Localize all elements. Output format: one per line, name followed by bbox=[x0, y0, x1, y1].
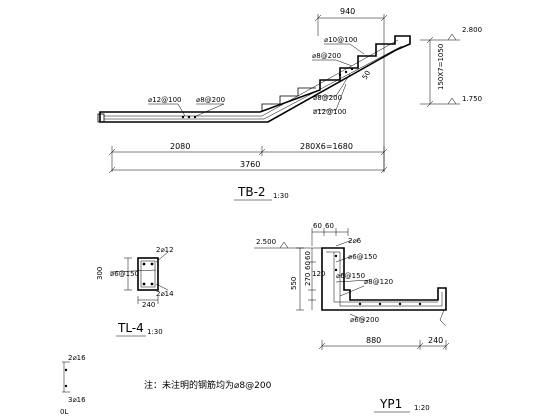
tb2-bar-12-100-left: ⌀12@100 bbox=[148, 96, 181, 104]
yp1-bar-8-120: ⌀8@120 bbox=[364, 278, 393, 286]
tl4-top-bars: 2⌀12 bbox=[156, 246, 174, 254]
tl4-scale: 1:30 bbox=[147, 328, 163, 336]
tb2-elev-bottom: 1.750 bbox=[462, 95, 482, 103]
tl4-width: 240 bbox=[142, 301, 155, 309]
tb2-title: TB-2 bbox=[237, 185, 266, 199]
yp1-stirrup: ⌀6@150 bbox=[348, 253, 377, 261]
tb2-elev-top: 2.800 bbox=[462, 26, 482, 34]
yp1-dim-880: 880 bbox=[366, 336, 381, 345]
tb2-bar-8-200-left: ⌀8@200 bbox=[196, 96, 225, 104]
tb2-bar-12-100-mid: ⌀12@100 bbox=[313, 108, 346, 116]
left-bottom-bars: 3⌀16 bbox=[68, 396, 86, 404]
tl4-bottom-bars: 2⌀14 bbox=[156, 290, 174, 298]
tl4-stirrup: ⌀6@150 bbox=[110, 270, 139, 278]
left-top-bars: 2⌀16 bbox=[68, 354, 86, 362]
general-note: 注：未注明的钢筋均为⌀8@200 bbox=[144, 379, 272, 391]
yp1-bar-6-150: ⌀6@150 bbox=[336, 272, 365, 280]
tb2-bar-8-200-upper: ⌀8@200 bbox=[312, 52, 341, 60]
tb2-scale: 1:30 bbox=[273, 192, 289, 200]
tl4-beam-outline bbox=[137, 257, 159, 291]
tb2-end-hook bbox=[97, 113, 105, 123]
yp1-dim-270: 270 bbox=[304, 273, 312, 286]
tb2-rebar bbox=[104, 39, 403, 120]
yp1-bar-6-200: ⌀6@200 bbox=[350, 316, 379, 324]
tl4-beam-section: 2⌀12 ⌀6@150 2⌀14 300 240 TL-4 1:30 bbox=[96, 246, 174, 337]
tb2-dim-3760: 3760 bbox=[240, 160, 260, 169]
yp1-dim-60v2: 60 bbox=[304, 251, 312, 260]
tb2-slab-outline bbox=[99, 35, 411, 123]
yp1-dim-60a: 60 bbox=[313, 222, 322, 230]
yp1-dim-550: 550 bbox=[290, 277, 298, 290]
tb2-bar-8-200-mid: ⌀8@200 bbox=[313, 94, 342, 102]
yp1-scale: 1:20 bbox=[414, 404, 430, 412]
tb2-stair-section: ⌀12@100 ⌀8@200 ⌀12@100 ⌀8@200 ⌀8@200 ⌀10… bbox=[97, 7, 482, 201]
yp1-dim-240: 240 bbox=[428, 336, 443, 345]
tl4-height: 300 bbox=[96, 267, 104, 280]
tb2-dim-tread: 280X6=1680 bbox=[300, 142, 353, 151]
left-partial-detail: 2⌀16 3⌀16 0L bbox=[60, 354, 86, 416]
yp1-dim-60b: 60 bbox=[325, 222, 334, 230]
tb2-dim-940: 940 bbox=[340, 7, 355, 16]
tb2-steps bbox=[261, 87, 316, 112]
tb2-dim-2080: 2080 bbox=[170, 142, 190, 151]
yp1-outline bbox=[321, 247, 447, 311]
yp1-canopy-section: 2⌀6 ⌀6@150 ⌀6@150 ⌀8@120 ⌀6@200 60 60 2.… bbox=[254, 222, 450, 413]
yp1-top-bars: 2⌀6 bbox=[348, 237, 362, 245]
yp1-elev: 2.500 bbox=[256, 238, 276, 246]
yp1-title: YP1 bbox=[379, 397, 402, 411]
yp1-dim-120: 120 bbox=[312, 270, 325, 278]
tb2-dim-50: 50 bbox=[361, 69, 372, 81]
tl4-title: TL-4 bbox=[117, 321, 144, 335]
yp1-dim-60v: 60 bbox=[304, 261, 312, 270]
tb2-riser-dim: 150X7=1050 bbox=[437, 44, 445, 90]
left-tiny-label: 0L bbox=[60, 408, 68, 416]
tb2-bar-10-100: ⌀10@100 bbox=[324, 36, 357, 44]
